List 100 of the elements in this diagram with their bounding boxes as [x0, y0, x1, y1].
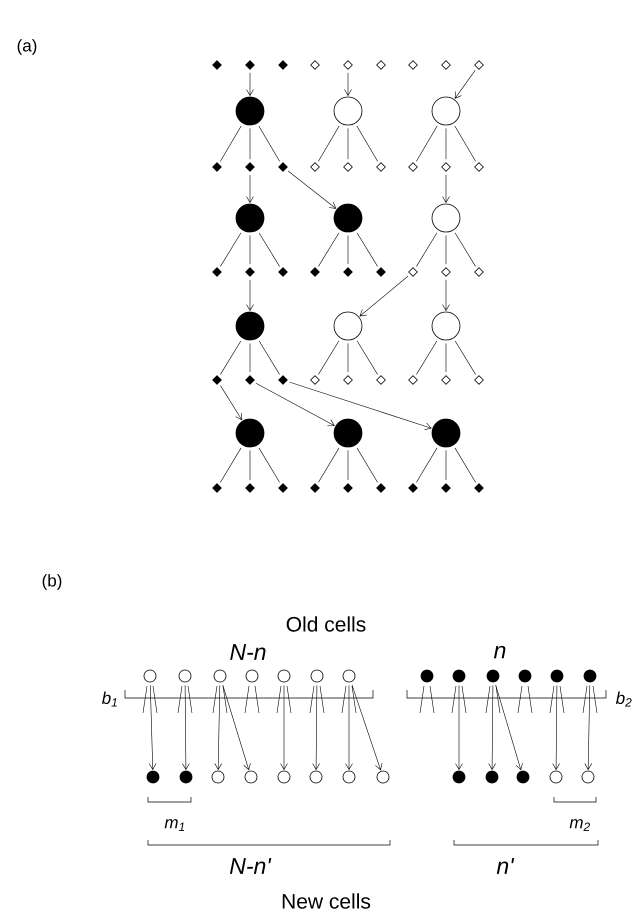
cell-circle [310, 670, 324, 682]
diamond-marker [212, 162, 222, 172]
variable-label: n' [496, 858, 514, 874]
connector-line [416, 448, 438, 483]
variable-label: m$_{2}$ [570, 819, 590, 831]
diamond-marker [245, 267, 255, 277]
cell-circle [334, 418, 362, 448]
cell-circle [452, 770, 466, 784]
cell-circle [516, 770, 530, 784]
cell-circle [550, 770, 562, 784]
cell-circle [278, 670, 290, 682]
connector-line [220, 232, 242, 267]
diamond-marker [310, 60, 320, 70]
connector-line [258, 340, 280, 375]
connector-line [318, 448, 340, 483]
cell-circle [584, 670, 596, 682]
connector-line [454, 232, 476, 267]
diamond-marker [245, 483, 255, 493]
arrow [552, 685, 560, 770]
arrow [246, 174, 254, 204]
arrow [488, 685, 496, 770]
arrow [495, 684, 523, 770]
variable-label: N-n [230, 644, 266, 660]
diamond-marker [441, 267, 451, 277]
cell-circle [334, 312, 362, 340]
arrow [312, 685, 320, 770]
cell-circle [550, 670, 564, 682]
cell-circle [144, 670, 156, 682]
arrow [182, 685, 190, 770]
connector-line [318, 126, 340, 162]
cell-circle [178, 670, 192, 682]
connector-line [220, 126, 242, 162]
diamond-marker [408, 483, 418, 493]
cell-circle [236, 204, 264, 232]
connector-line [258, 232, 280, 267]
diamond-marker [408, 375, 418, 385]
diamond-marker [474, 162, 484, 172]
connector-line [356, 232, 378, 267]
cell-circle [146, 770, 160, 784]
arrow [442, 174, 450, 204]
cell-circle [236, 96, 264, 126]
cell-circle [432, 312, 460, 340]
arrow [455, 685, 463, 770]
diamond-marker [441, 483, 451, 493]
arrow [289, 382, 432, 430]
diamond-marker [278, 60, 288, 70]
diamond-marker [310, 375, 320, 385]
variable-label: b$_{1}$ [102, 692, 117, 706]
diamond-marker [441, 60, 451, 70]
diamond-marker [376, 60, 386, 70]
arrow [280, 685, 288, 770]
diamond-marker [343, 60, 353, 70]
connector-line [258, 448, 280, 483]
connector-line [454, 126, 476, 162]
variable-label: m$_{1}$ [164, 819, 184, 831]
cell-circle [582, 770, 594, 784]
group-heading: Old cells [286, 616, 366, 632]
connector-line [220, 448, 242, 483]
variable-label: N-n' [230, 858, 272, 874]
diamond-marker [376, 375, 386, 385]
cell-circle [334, 96, 362, 126]
connector-line [454, 340, 476, 375]
diamond-marker [441, 375, 451, 385]
arrow [222, 684, 251, 770]
panel-label: (a) [18, 39, 36, 55]
connector-line [454, 448, 476, 483]
diamond-marker [474, 267, 484, 277]
cell-circle [432, 418, 460, 448]
diamond-marker [474, 483, 484, 493]
panel-label: (b) [42, 574, 62, 590]
arrow [214, 685, 222, 770]
cell-circle [432, 204, 460, 232]
diamond-marker [310, 267, 320, 277]
cell-circle [212, 770, 224, 784]
cell-circle [180, 770, 192, 784]
variable-label: b$_{2}$ [616, 692, 632, 706]
arrow [148, 685, 156, 770]
cell-circle [236, 312, 264, 340]
arrow [345, 685, 353, 770]
diamond-marker [245, 375, 255, 385]
cell-circle [214, 670, 226, 682]
arrow [584, 685, 592, 770]
variable-label: n [494, 646, 506, 658]
arrow [359, 276, 408, 316]
cell-circle [432, 96, 460, 126]
diamond-marker [278, 375, 288, 385]
diamond-marker [376, 162, 386, 172]
diamond-marker [310, 483, 320, 493]
cell-circle [246, 670, 258, 682]
diamond-marker [278, 267, 288, 277]
cell-circle [518, 670, 532, 682]
cell-circle [342, 670, 356, 682]
arrow [454, 70, 476, 99]
diamond-marker [343, 267, 353, 277]
diamond-marker [212, 60, 222, 70]
diamond-marker [212, 267, 222, 277]
connector-line [416, 340, 438, 375]
diamond-marker [408, 267, 418, 277]
connector-line [220, 340, 242, 375]
arrow [246, 72, 254, 96]
